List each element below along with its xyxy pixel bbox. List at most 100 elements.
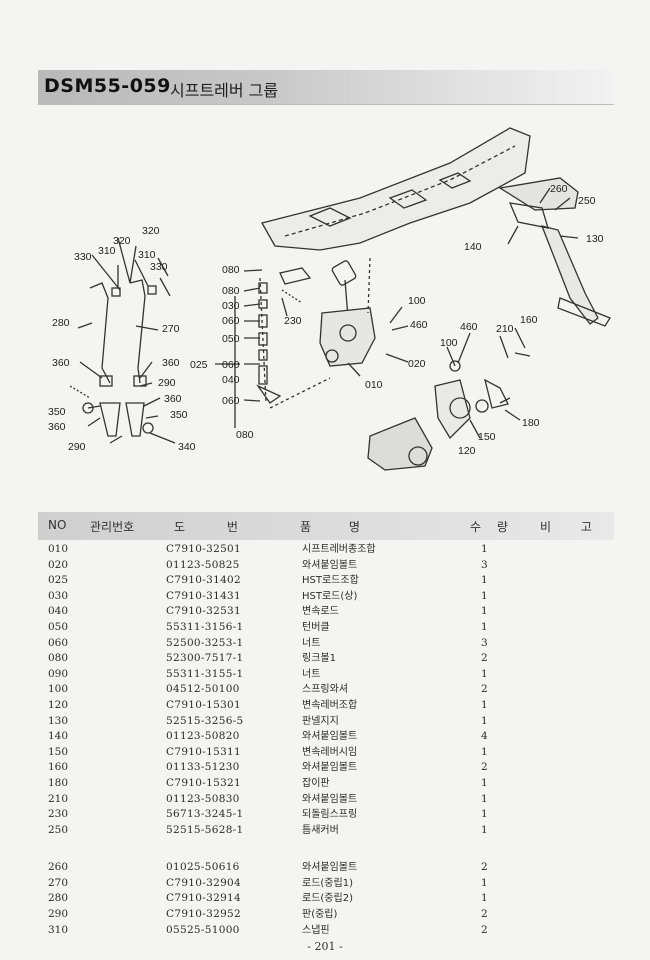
cell-part-name: 로드(중립2) [302, 893, 353, 905]
cell-qty: 2 [481, 683, 488, 696]
callout-label: 360 [164, 393, 182, 405]
cell-part-name: 판(중립) [302, 909, 338, 921]
callout-label: 340 [178, 441, 196, 453]
cell-qty: 3 [481, 636, 488, 649]
callout-label: 120 [458, 445, 476, 457]
cell-no: 290 [48, 908, 69, 921]
callout-label: 330 [150, 261, 168, 273]
cell-part-no: C7910-32952 [166, 908, 242, 921]
group-code: DSM55-059 [44, 75, 171, 97]
table-row: 290 C7910-32952 판(중립) 2 [38, 907, 614, 923]
cell-qty: 1 [481, 876, 488, 889]
callout-label: 350 [48, 406, 66, 418]
cell-qty: 2 [481, 923, 488, 936]
cell-qty: 1 [481, 776, 488, 789]
cell-part-no: C7910-15321 [166, 776, 242, 789]
group-name: 시프트레버 그룹 [170, 81, 279, 100]
cell-qty: 2 [481, 761, 488, 774]
cell-part-no: C7910-15301 [166, 698, 242, 711]
cell-part-name: 와셔붙임볼트 [302, 762, 358, 774]
callout-label: 020 [408, 358, 426, 370]
header-qty: 수 량 [470, 520, 508, 534]
callout-label: 130 [586, 233, 604, 245]
cell-qty: 1 [481, 605, 488, 618]
callout-label: 280 [52, 317, 70, 329]
callout-label: 050 [222, 333, 240, 345]
cell-no: 160 [48, 761, 69, 774]
callout-label: 010 [365, 379, 383, 391]
header-name: 품 명 [300, 520, 360, 534]
cell-part-no: C7910-32904 [166, 876, 242, 889]
callout-label: 350 [170, 409, 188, 421]
cell-qty: 3 [481, 558, 488, 571]
cell-no: 060 [48, 636, 69, 649]
cell-part-no: 52515-5628-1 [166, 823, 244, 836]
cell-part-no: C7910-32914 [166, 892, 242, 905]
cell-part-no: 05525-51000 [166, 923, 240, 936]
callout-label: 180 [522, 417, 540, 429]
callout-label: 150 [478, 431, 496, 443]
cell-qty: 1 [481, 792, 488, 805]
table-spacer [38, 838, 614, 860]
cell-part-name: 변속레버시임 [302, 746, 358, 758]
cell-part-name: 틈새커버 [302, 824, 339, 836]
cell-part-name: 변속로드 [302, 606, 339, 618]
cell-no: 050 [48, 620, 69, 633]
cell-part-name: 변속레버조합 [302, 699, 358, 711]
cell-no: 010 [48, 543, 69, 555]
cell-no: 150 [48, 745, 69, 758]
cell-part-name: 잡이판 [302, 777, 330, 789]
cell-part-name: 와셔붙임볼트 [302, 731, 358, 743]
callout-label: 030 [222, 300, 240, 312]
cell-qty: 1 [481, 714, 488, 727]
callout-label: 290 [158, 377, 176, 389]
callout-label: 330 [74, 251, 92, 263]
cell-no: 140 [48, 730, 69, 743]
cell-qty: 2 [481, 908, 488, 921]
callout-label: 025 [190, 359, 208, 371]
callout-label: 100 [440, 337, 458, 349]
page-number: - 201 - [307, 940, 343, 953]
cell-qty: 1 [481, 745, 488, 758]
cell-part-name: 시프트레버종조합 [302, 544, 376, 555]
callout-label: 250 [578, 195, 596, 207]
table-header: NO 관리번호 도 번 품 명 수 량 비 고 [38, 512, 614, 540]
cell-part-no: 01025-50616 [166, 861, 240, 874]
cell-part-no: 01123-50825 [166, 558, 240, 571]
cell-part-no: 55311-3155-1 [166, 667, 244, 680]
cell-no: 250 [48, 823, 69, 836]
callout-label: 320 [142, 225, 160, 237]
callout-label: 210 [496, 323, 514, 335]
title-bar: DSM55-059 시프트레버 그룹 [38, 70, 614, 105]
cell-part-name: 판넬지지 [302, 715, 339, 727]
callout-label: 290 [68, 441, 86, 453]
cell-part-no: C7910-32531 [166, 605, 242, 618]
cell-qty: 1 [481, 620, 488, 633]
cell-no: 130 [48, 714, 69, 727]
cell-qty: 1 [481, 808, 488, 821]
cell-qty: 1 [481, 823, 488, 836]
cell-no: 040 [48, 605, 69, 618]
cell-part-no: 52300-7517-1 [166, 652, 244, 665]
cell-part-name: 너트 [302, 637, 321, 649]
cell-part-name: 와셔붙임볼트 [302, 793, 358, 805]
cell-qty: 1 [481, 698, 488, 711]
